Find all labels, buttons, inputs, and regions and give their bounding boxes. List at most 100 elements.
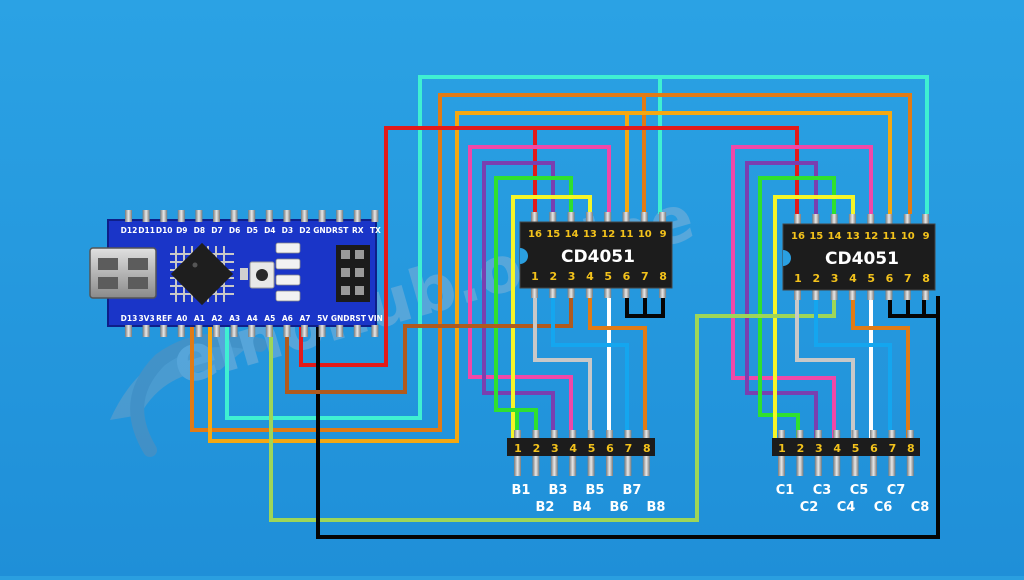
nano-bottom-pin [195, 325, 203, 337]
h2-pin-number: 6 [870, 442, 878, 455]
nano-bottom-pin [142, 325, 150, 337]
ic1-bottom-pin-label: 5 [604, 270, 612, 283]
ic2-bottom-pin-label: 8 [922, 272, 930, 285]
nano-bottom-pin-label: 3V3 [138, 314, 154, 323]
nano-top-pin-label: D4 [264, 226, 275, 235]
ic2-top-leg [812, 214, 820, 226]
ic1-bottom-leg [640, 286, 648, 298]
nano-bottom-pin-label: REF [156, 314, 172, 323]
ic2-body [782, 223, 936, 291]
ic1-top-pin-label: 10 [638, 229, 652, 240]
h1-upper-pin [587, 430, 595, 440]
smd-components [275, 242, 301, 302]
header-c-upper-pins [778, 430, 914, 440]
ic1-top-pin-label: 12 [601, 229, 615, 240]
wire-orange-c8 [851, 296, 910, 438]
h2-upper-pin [833, 430, 841, 440]
ic1-top-pin-label: 14 [565, 229, 579, 240]
ic1-top-leg [567, 212, 575, 224]
nano-top-pin-label: TX [370, 226, 381, 235]
h1-label-even: B4 [573, 500, 592, 515]
nano-bottom-pin [283, 325, 291, 337]
ic2-top-leg [830, 214, 838, 226]
h2-pin-number: 8 [907, 442, 915, 455]
nano-top-pin-label: D7 [211, 226, 222, 235]
nano-bottom-pin-label: A7 [299, 314, 310, 323]
h1-pin-number: 5 [588, 442, 596, 455]
wire-yellow-orange [208, 111, 892, 443]
ic2-top-pin-label: 15 [809, 231, 823, 242]
ic1-top-legs [531, 212, 667, 224]
header-b-upper-pins [514, 430, 650, 440]
ic1-bottom-leg [585, 286, 593, 298]
ic2-bottom-pin-label: 5 [867, 272, 875, 285]
nano-bottom-pin-label: A2 [211, 314, 222, 323]
nano-top-pin [142, 210, 150, 222]
ic2-top-legs [794, 214, 930, 226]
h2-lower-pin [814, 456, 822, 476]
h1-label-odd: B5 [586, 483, 605, 498]
h1-upper-pin [569, 430, 577, 440]
nano-bottom-pin-label: A3 [229, 314, 240, 323]
wire-purple-2 [745, 161, 818, 438]
nano-bottom-pin [160, 325, 168, 337]
ic2-top-pin-label: 9 [923, 231, 930, 242]
h2-pin-number: 2 [797, 442, 805, 455]
h2-upper-pin [796, 430, 804, 440]
h1-pin-number: 6 [606, 442, 614, 455]
wire-pink-2 [731, 145, 873, 438]
h1-label-odd: B7 [623, 483, 642, 498]
ic2-bottom-pin-label: 7 [904, 272, 912, 285]
ic1-label: CD4051 [561, 247, 635, 267]
ic2-bottom-pin-label: 4 [849, 272, 857, 285]
ic1-top-leg [531, 212, 538, 224]
ic2-top-pin-label: 12 [864, 231, 878, 242]
wire-orange [190, 93, 912, 432]
wire-pink-1 [468, 145, 611, 438]
nano-bottom-pin-label: VIN [368, 314, 383, 323]
h1-upper-pin [642, 430, 650, 440]
ic1-bottom-pin-label: 2 [549, 270, 557, 283]
reset-button-icon[interactable] [249, 261, 275, 289]
ic1-bottom-leg [549, 286, 557, 298]
nano-bottom-pin-label: A1 [194, 314, 205, 323]
ic1-bottom-leg [622, 286, 630, 298]
h2-pin-number: 3 [815, 442, 823, 455]
h1-upper-pin [514, 430, 521, 440]
h1-pin-number: 7 [625, 442, 633, 455]
ic1-bottom-pin-label: 3 [568, 270, 576, 283]
nano-top-pin-label: D11 [138, 226, 155, 235]
nano-top-pin-label: D6 [229, 226, 240, 235]
h1-pin-number: 1 [514, 442, 522, 455]
nano-top-pin-label: D9 [176, 226, 187, 235]
nano-bottom-pin-label: D13 [121, 314, 138, 323]
ic2-top-pin-label: 13 [846, 231, 860, 242]
h1-lower-pin [587, 456, 595, 476]
ic2-bottom-pin-label: 3 [831, 272, 839, 285]
h2-lower-pin [778, 456, 785, 476]
h2-pin-number: 1 [778, 442, 786, 455]
nano-top-pin [336, 210, 344, 222]
led-component [240, 268, 248, 280]
nano-top-pin-label: D10 [156, 226, 173, 235]
ic1-bottom-pin-label: 6 [623, 270, 631, 283]
ic2-bottom-legs [794, 288, 930, 300]
ic2-bottom-leg [812, 288, 820, 300]
nano-bottom-pin [213, 325, 220, 337]
nano-top-pin [301, 210, 308, 222]
nano-bottom-pin-label: RST [350, 314, 367, 323]
header-c-body [772, 438, 920, 456]
nano-top-pin [353, 210, 361, 222]
ic1-bottom-leg [531, 286, 538, 298]
nano-top-pin [177, 210, 185, 222]
ic2-top-leg [794, 214, 801, 226]
